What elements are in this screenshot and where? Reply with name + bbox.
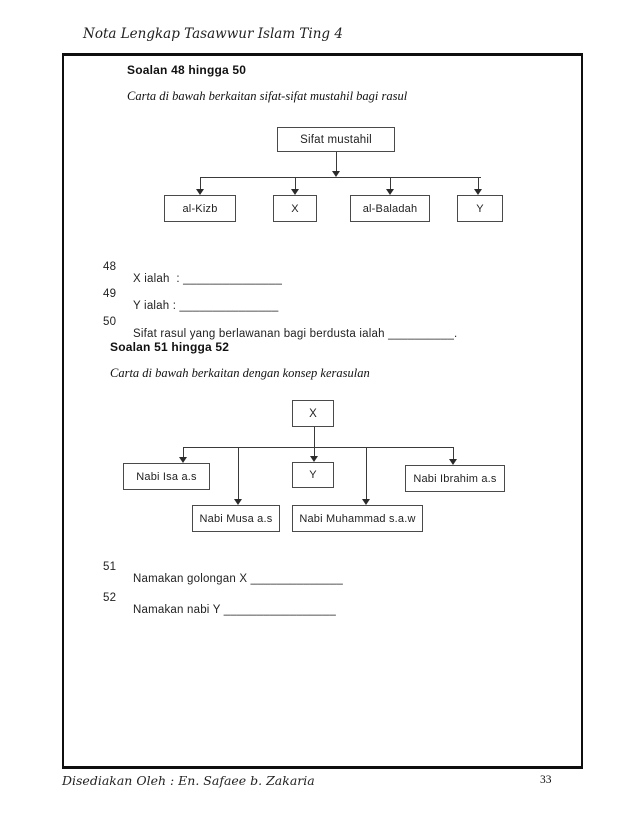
arrowhead-down-icon bbox=[234, 499, 242, 505]
arrowhead-down-icon bbox=[362, 499, 370, 505]
footer-credit: Disediakan Oleh : En. Safaee b. Zakaria bbox=[62, 773, 315, 788]
chart2-root-box: X bbox=[292, 400, 334, 427]
page-header-title: Nota Lengkap Tasawwur Islam Ting 4 bbox=[83, 26, 343, 42]
question-row: 51 Namakan golongan X ______________ bbox=[103, 549, 523, 597]
question-row: 48 X ialah : _______________ bbox=[103, 249, 523, 297]
question-number: 48 bbox=[103, 261, 117, 273]
connector-vline bbox=[390, 177, 391, 189]
chart2-node-nabi-musa: Nabi Musa a.s bbox=[192, 505, 280, 532]
chart2-node-nabi-isa: Nabi Isa a.s bbox=[123, 463, 210, 490]
connector-hline bbox=[200, 177, 481, 178]
chart1-node-y: Y bbox=[457, 195, 503, 222]
chart2-node-y: Y bbox=[292, 462, 334, 488]
page-number: 33 bbox=[540, 774, 552, 786]
chart1-node-al-kizb: al-Kizb bbox=[164, 195, 236, 222]
section1-caption: Carta di bawah berkaitan sifat-sifat mus… bbox=[127, 89, 408, 103]
arrowhead-down-icon bbox=[474, 189, 482, 195]
chart1-root-box: Sifat mustahil bbox=[277, 127, 395, 152]
arrowhead-down-icon bbox=[386, 189, 394, 195]
connector-vline bbox=[200, 177, 201, 189]
connector-vline bbox=[295, 177, 296, 189]
section1-heading: Soalan 48 hingga 50 bbox=[127, 63, 247, 77]
arrowhead-down-icon bbox=[291, 189, 299, 195]
question-number: 50 bbox=[103, 316, 117, 328]
question-text: X ialah : _______________ bbox=[133, 273, 283, 285]
question-text: Namakan nabi Y _________________ bbox=[133, 604, 336, 616]
arrowhead-down-icon bbox=[332, 171, 340, 177]
arrowhead-down-icon bbox=[449, 459, 457, 465]
question-row: 50 Sifat rasul yang berlawanan bagi berd… bbox=[103, 304, 543, 352]
connector-vline bbox=[314, 427, 315, 456]
chart1-node-x: X bbox=[273, 195, 317, 222]
arrowhead-down-icon bbox=[179, 457, 187, 463]
chart2-node-nabi-muhammad: Nabi Muhammad s.a.w bbox=[292, 505, 423, 532]
connector-hline bbox=[183, 447, 453, 448]
question-number: 49 bbox=[103, 288, 117, 300]
question-row: 49 Y ialah : _______________ bbox=[103, 276, 523, 324]
connector-vline bbox=[336, 152, 337, 171]
arrowhead-down-icon bbox=[196, 189, 204, 195]
chart2-node-nabi-ibrahim: Nabi Ibrahim a.s bbox=[405, 465, 505, 492]
connector-vline bbox=[183, 447, 184, 457]
connector-vline bbox=[366, 447, 367, 499]
question-text: Namakan golongan X ______________ bbox=[133, 573, 343, 585]
connector-vline bbox=[478, 177, 479, 189]
question-number: 52 bbox=[103, 592, 117, 604]
chart1-node-al-baladah: al-Baladah bbox=[350, 195, 430, 222]
question-row: 52 Namakan nabi Y _________________ bbox=[103, 580, 523, 628]
connector-vline bbox=[453, 447, 454, 459]
question-number: 51 bbox=[103, 561, 117, 573]
connector-vline bbox=[238, 447, 239, 499]
section2-caption: Carta di bawah berkaitan dengan konsep k… bbox=[110, 366, 370, 380]
section2-heading: Soalan 51 hingga 52 bbox=[110, 340, 230, 354]
arrowhead-down-icon bbox=[310, 456, 318, 462]
question-text: Sifat rasul yang berlawanan bagi berdust… bbox=[133, 328, 458, 340]
question-text: Y ialah : _______________ bbox=[133, 300, 279, 312]
